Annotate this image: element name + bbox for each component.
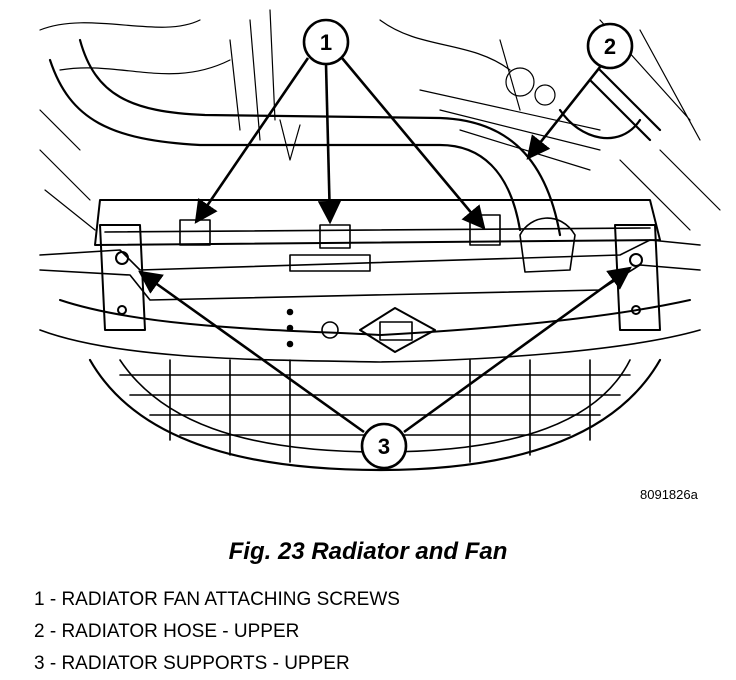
arrow-2-hose [526, 61, 606, 160]
figure-id: 8091826a [640, 487, 698, 502]
svg-text:1: 1 [320, 30, 332, 55]
arrow-1-right-screw [341, 57, 486, 230]
arrow-3-right-support [403, 266, 632, 434]
figure-caption: Fig. 23 Radiator and Fan [228, 538, 508, 565]
radiator-assembly [94, 199, 661, 273]
arrow-3-left-support [138, 270, 365, 434]
callout-1: 1 [302, 18, 350, 66]
engine-bay-background [39, 9, 721, 231]
svg-text:2: 2 [604, 34, 616, 59]
legend-item: 3 - RADIATOR SUPPORTS - UPPER [34, 653, 350, 674]
right-upper-support [614, 224, 661, 331]
radiator-fan-diagram: 1 2 3 [39, 9, 721, 472]
left-upper-support [99, 224, 146, 331]
arrow-1-center-screw [317, 63, 342, 225]
legend-item: 1 - RADIATOR FAN ATTACHING SCREWS [34, 589, 400, 610]
callout-arrows [138, 57, 632, 434]
svg-text:3: 3 [378, 434, 390, 459]
legend-list: 1 - RADIATOR FAN ATTACHING SCREWS 2 - RA… [34, 584, 400, 680]
callout-2: 2 [586, 22, 634, 70]
hood-latch [286, 307, 436, 353]
callout-3: 3 [360, 422, 408, 470]
arrow-1-left-screw [194, 57, 310, 224]
legend-item: 2 - RADIATOR HOSE - UPPER [34, 621, 300, 642]
upper-radiator-hose [48, 38, 662, 237]
